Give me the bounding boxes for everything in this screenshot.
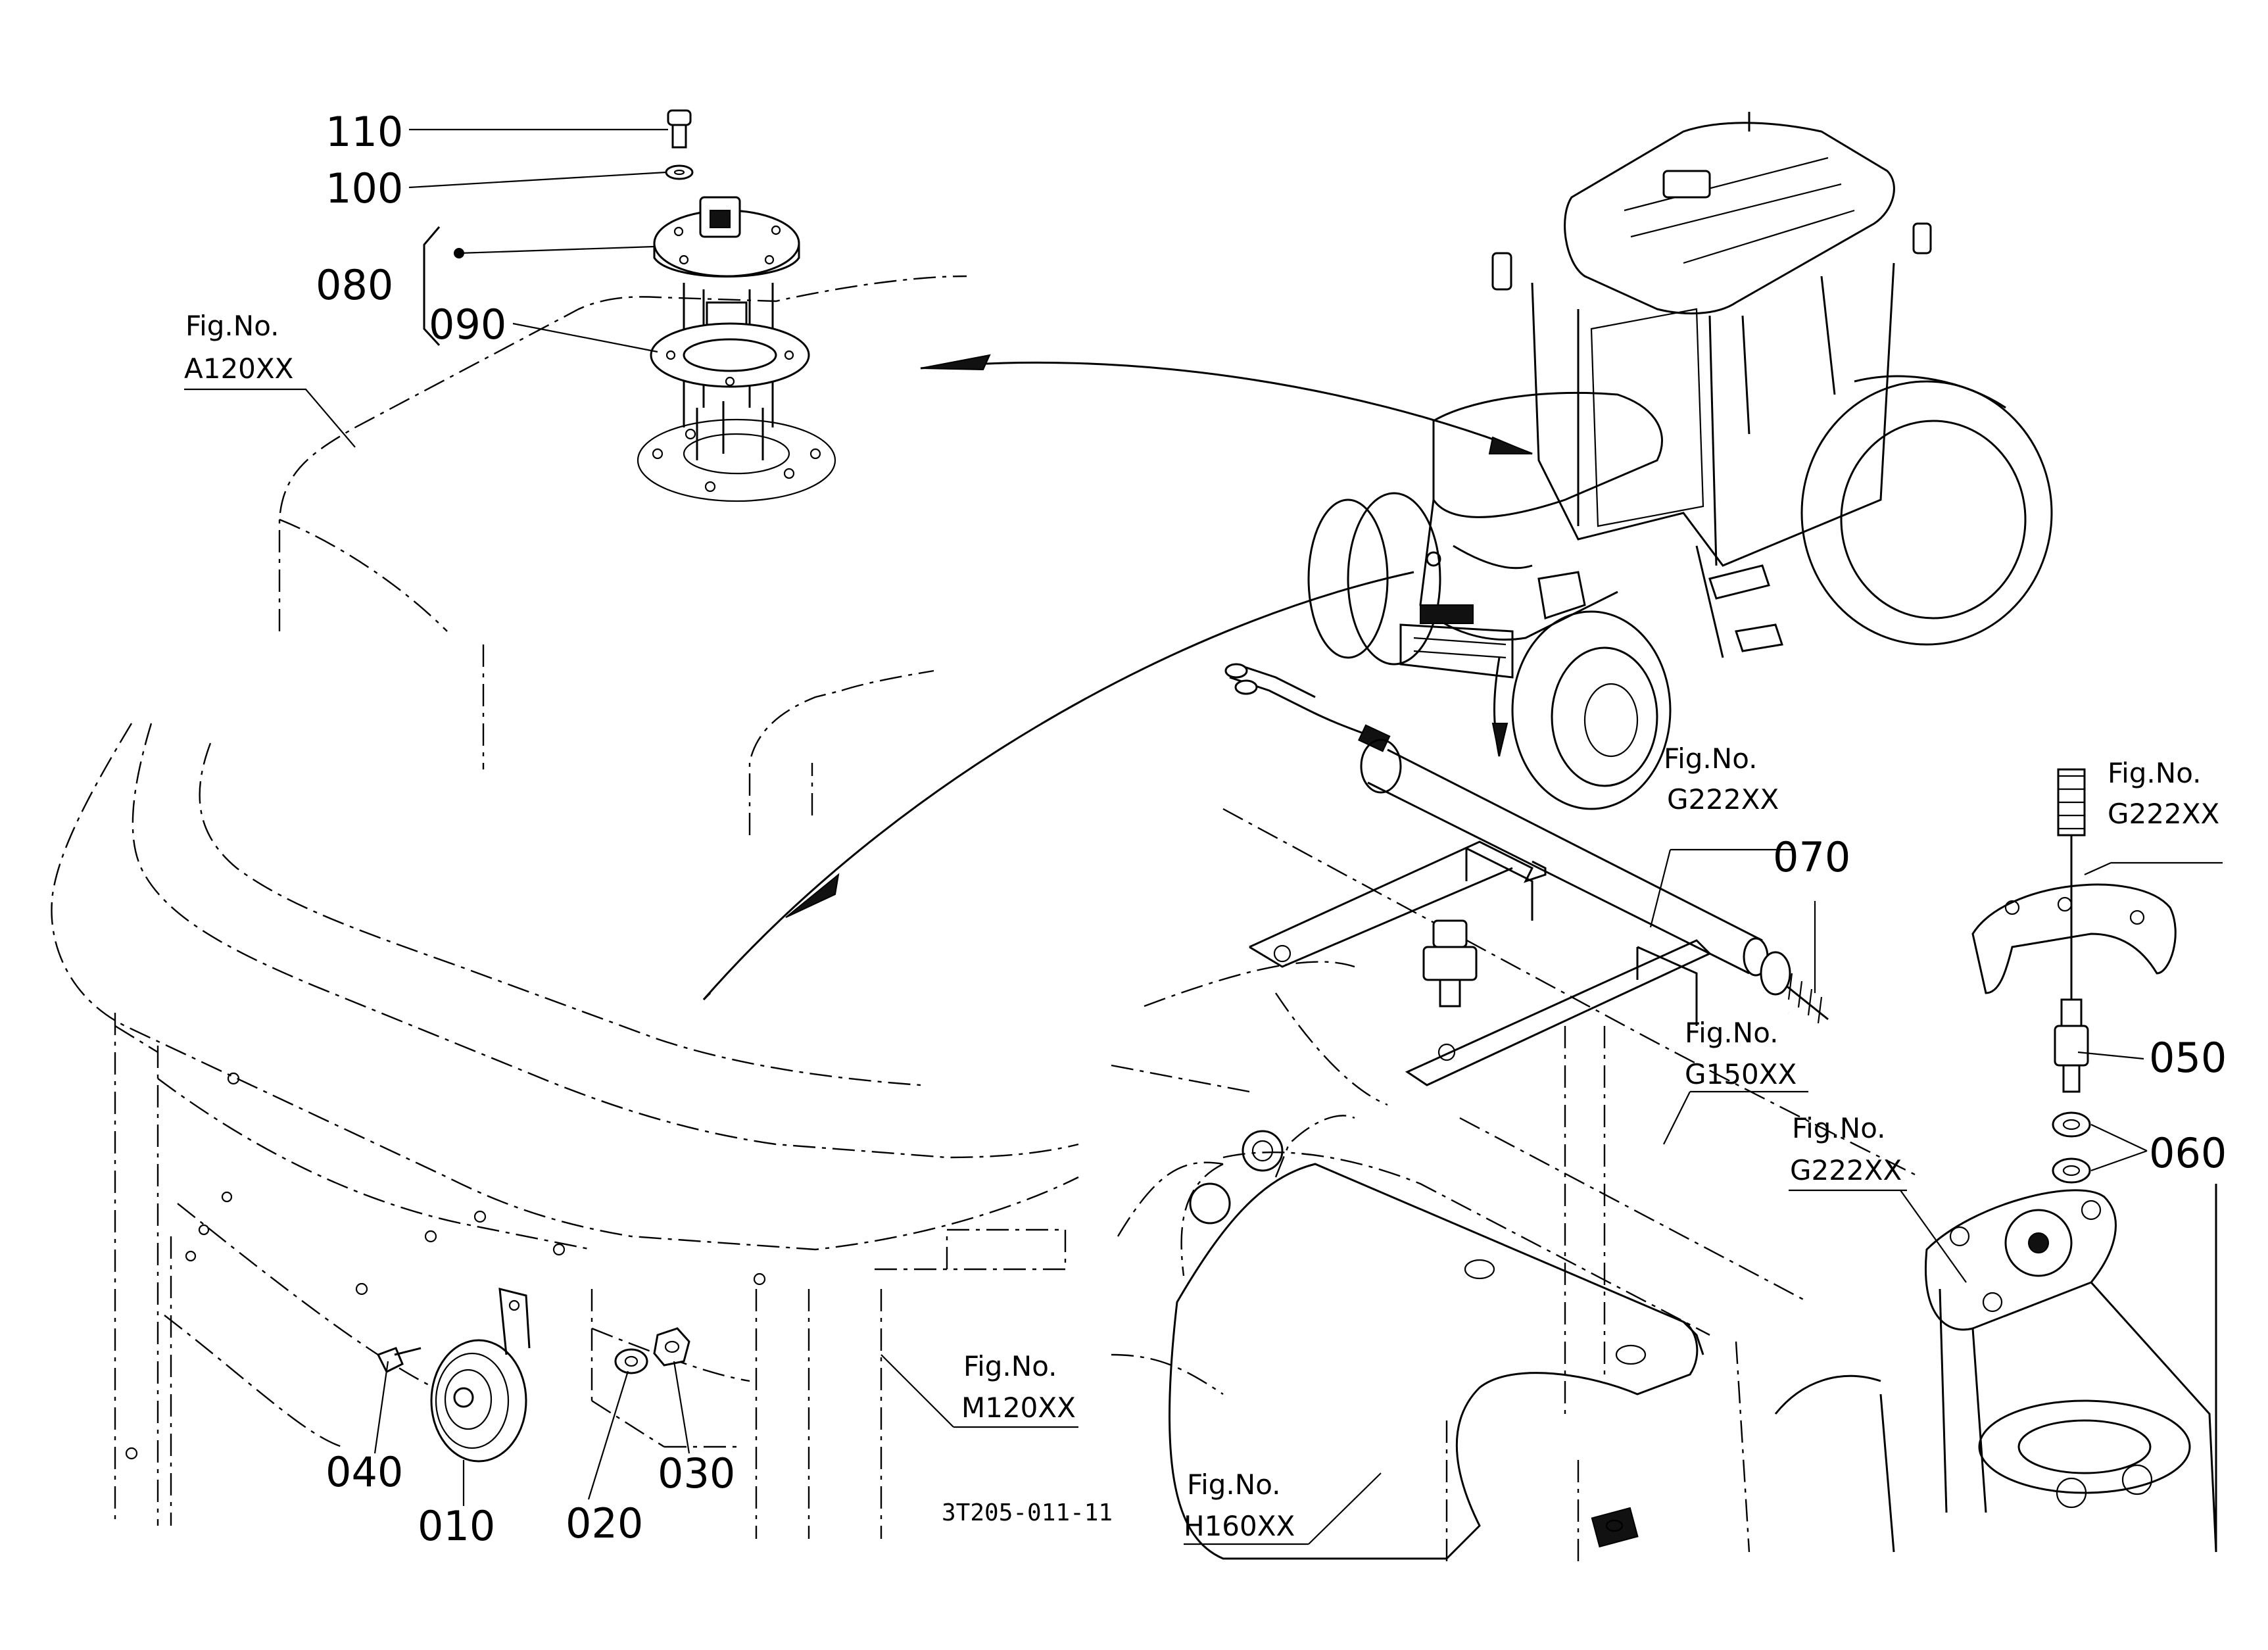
- figure-references: Fig.No. A120XX Fig.No. G222XX Fig.No. G2…: [184, 310, 2219, 1542]
- fig-a120-line2: A120XX: [184, 352, 293, 385]
- leader-lines: [184, 128, 2223, 1545]
- transmission-housing: [1774, 1184, 2217, 1553]
- label-010: 010: [418, 1502, 495, 1550]
- fuel-tank-outline: [278, 275, 967, 835]
- part-number-labels: 110 100 080 090 070 050 060 040 010 020 …: [316, 108, 2227, 1550]
- fig-g222-mid-line1: Fig.No.: [1664, 742, 1758, 775]
- fig-g222-mid-line2: G222XX: [1667, 783, 1779, 815]
- label-090: 090: [429, 301, 506, 349]
- fig-h160-line2: H160XX: [1184, 1510, 1295, 1542]
- frame-chassis: [1111, 808, 1921, 1565]
- drawing-code: 3T205-011-11: [942, 1499, 1113, 1526]
- label-110: 110: [326, 108, 403, 156]
- label-060: 060: [2149, 1129, 2227, 1177]
- callout-arrows: [702, 354, 1533, 1001]
- bracket-housing: [1971, 881, 2177, 994]
- label-020: 020: [566, 1499, 643, 1547]
- fig-g150-line1: Fig.No.: [1685, 1017, 1779, 1049]
- washers-060: [2052, 1111, 2091, 1184]
- switch-bracket-plate: [1249, 840, 1712, 1086]
- fig-h160-line1: Fig.No.: [1187, 1468, 1281, 1501]
- label-100: 100: [326, 164, 403, 212]
- tractor-illustration: [1307, 112, 2053, 810]
- fig-g222-low-line1: Fig.No.: [1792, 1112, 1886, 1144]
- fuel-gauge-sender-assembly: [637, 109, 836, 502]
- label-040: 040: [326, 1448, 403, 1496]
- fig-m120-line1: Fig.No.: [963, 1350, 1057, 1382]
- fig-g150-line2: G150XX: [1685, 1058, 1797, 1090]
- label-070: 070: [1773, 833, 1850, 881]
- label-050: 050: [2149, 1034, 2227, 1082]
- hood-outline: [51, 723, 1079, 1539]
- fig-a120-line1: Fig.No.: [185, 310, 279, 342]
- horn-assembly: [376, 1288, 690, 1463]
- label-030: 030: [658, 1449, 735, 1497]
- fig-g222-right-line1: Fig.No.: [2108, 757, 2202, 789]
- lower-frame: [1168, 1163, 1704, 1560]
- label-080: 080: [316, 261, 393, 309]
- fig-g222-right-line2: G222XX: [2108, 798, 2219, 830]
- fig-m120-line2: M120XX: [961, 1392, 1076, 1424]
- horn-switch-050: [2054, 973, 2089, 1093]
- fig-g222-low-line2: G222XX: [1790, 1154, 1902, 1186]
- cable-070: [1760, 717, 2086, 1047]
- wiring-harness: [1224, 663, 1769, 977]
